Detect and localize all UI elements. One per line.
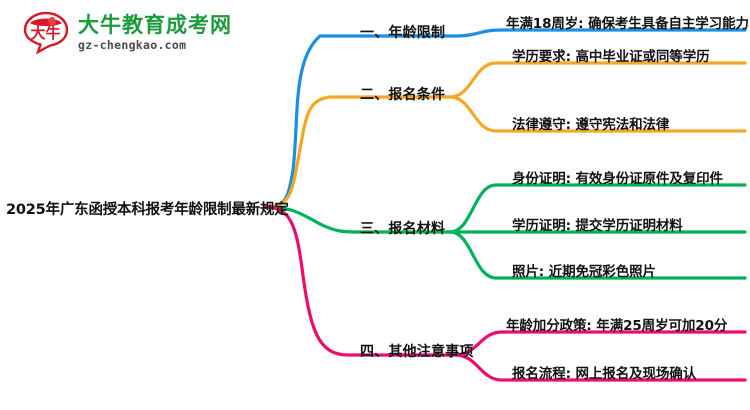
svg-text:大牛: 大牛 [30,24,60,42]
leaf-node-3-1[interactable]: 身份证明: 有效身份证原件及复印件 [512,171,723,187]
leaf-node-4-2[interactable]: 报名流程: 网上报名及现场确认 [512,366,697,382]
mindmap-root-node[interactable]: 2025年广东函授本科报考年龄限制最新规定 [6,202,289,218]
leaf-node-3-2[interactable]: 学历证明: 提交学历证明材料 [512,218,683,234]
logo-brand-name: 大牛教育成考网 [78,12,232,37]
leaf-node-4-1[interactable]: 年龄加分政策: 年满25周岁可加20分 [506,318,728,334]
logo-url: gz-chengkao.com [78,37,187,52]
branch-node-2[interactable]: 二、报名条件 [360,87,446,103]
site-logo: 大牛 大牛教育成考网 gz-chengkao.com [22,8,262,58]
leaf-node-2-1[interactable]: 学历要求: 高中毕业证或同等学历 [512,49,710,65]
leaf-node-3-3[interactable]: 照片: 近期免冠彩色照片 [512,264,656,280]
branch-node-4[interactable]: 四、其他注意事项 [360,344,474,360]
logo-text-block: 大牛教育成考网 gz-chengkao.com [78,12,232,52]
leaf-node-2-2[interactable]: 法律遵守: 遵守宪法和法律 [512,117,670,133]
leaf-node-1-1[interactable]: 年满18周岁: 确保考生具备自主学习能力 [506,16,749,32]
branch-node-1[interactable]: 一、年龄限制 [360,25,446,41]
logo-mark-icon: 大牛 [22,11,70,55]
branch-node-3[interactable]: 三、报名材料 [360,221,446,237]
